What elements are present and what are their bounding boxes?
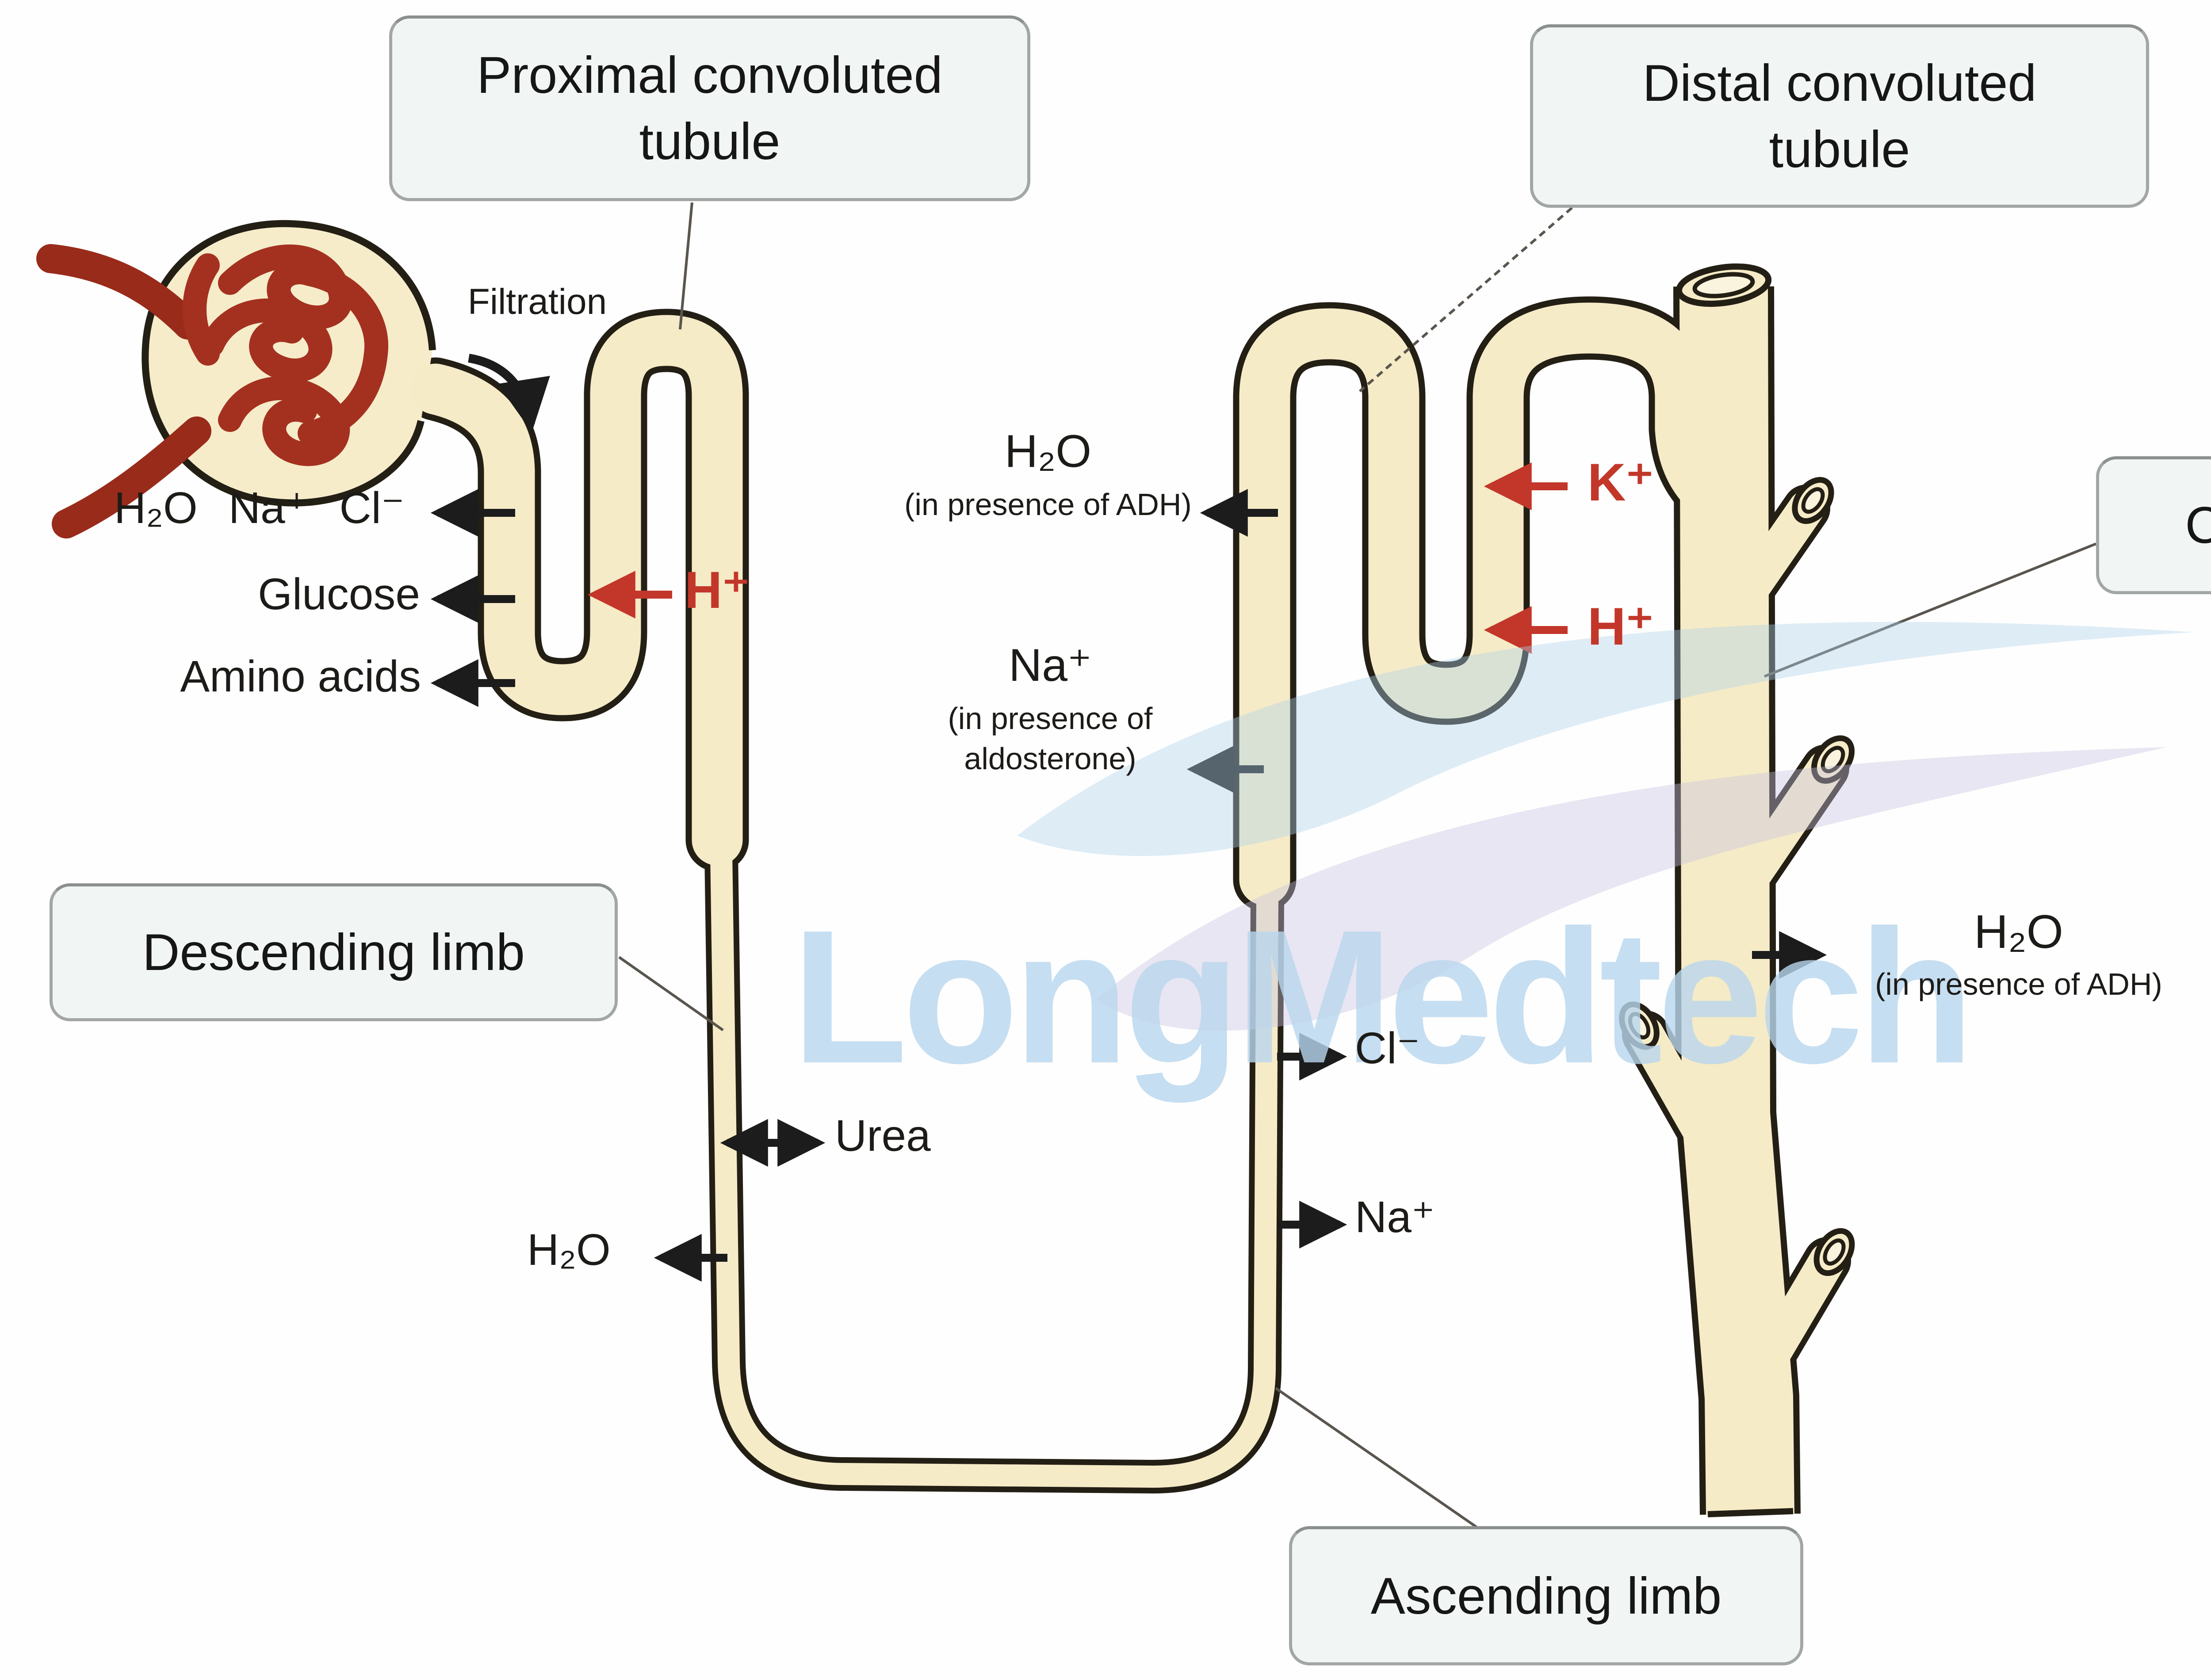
tube-lumens	[410, 286, 1845, 1515]
glomerulus	[36, 244, 389, 538]
swoosh-lavender	[1097, 747, 2167, 1031]
cd-branch-b-lumen	[1733, 750, 1844, 896]
distal-tubule-label-box: Distal convoluted tubule	[1530, 24, 2149, 208]
asc-chloride-label: Cl⁻	[1355, 1023, 1420, 1073]
dct-k-secretion-label: K⁺	[1587, 453, 1654, 512]
dct-sodium-note2: aldosterone)	[964, 741, 1136, 776]
cd-water-label: H₂O	[1974, 905, 2064, 958]
cd-branch-a-lumen	[1729, 490, 1825, 613]
cd-top-mouth-inner	[1692, 272, 1755, 298]
dct-sodium-block: Na⁺ (in presence of aldosterone)	[867, 639, 1234, 779]
pct-h-secretion-label: H⁺	[685, 561, 750, 619]
dct-water-note: (in presence of ADH)	[904, 487, 1192, 522]
afferent-vessel	[36, 244, 203, 340]
cd-water-note: (in presence of ADH)	[1875, 967, 2162, 1002]
descending-pointer-line	[618, 956, 724, 1031]
pointer-lines	[618, 202, 2097, 1553]
branch-left-mouth-inner	[1628, 1012, 1651, 1040]
dct-sodium-note1: (in presence of	[948, 701, 1153, 736]
pct-sodium-label: Na⁺	[228, 483, 309, 533]
cd-water-block: H₂O (in presence of ADH)	[1820, 905, 2211, 1004]
pct-pointer-line	[679, 202, 693, 330]
branch-b-mouth-inner	[1821, 746, 1845, 773]
dct-water-block: H₂O (in presence of ADH)	[862, 425, 1234, 525]
pct-chloride-label: Cl⁻	[339, 483, 405, 533]
distal-label-line2: tubule	[1769, 120, 1910, 178]
capillary-tuft	[183, 244, 389, 466]
ascending-pointer-line	[1275, 1387, 1513, 1553]
cd-pointer-line	[1763, 542, 2097, 678]
dct-h-secretion-label: H⁺	[1587, 597, 1654, 656]
ascending-limb-label: Ascending limb	[1370, 1566, 1722, 1625]
collecting-duct-label-box: Collecting duct	[2096, 456, 2211, 594]
pct-glucose-label: Glucose	[258, 569, 420, 619]
descending-limb-label: Descending limb	[142, 923, 525, 981]
efferent-vessel	[52, 416, 211, 538]
pct-solutes-label: H₂O Na⁺ Cl⁻	[114, 483, 405, 534]
proximal-label-line2: tubule	[639, 112, 780, 170]
descending-limb-label-box: Descending limb	[50, 883, 618, 1021]
filtration-arrow	[468, 354, 550, 432]
swoosh-blue	[1017, 622, 2193, 856]
dct-tube-lumen	[1239, 302, 1750, 905]
ascending-limb-label-box: Ascending limb	[1289, 1526, 1803, 1665]
urea-label: Urea	[835, 1111, 931, 1161]
proximal-label-line1: Proximal convoluted	[477, 46, 943, 104]
transport-arrows	[430, 354, 1827, 1282]
dct-water-label: H₂O	[1004, 426, 1092, 477]
pct-water-label: H₂O	[114, 483, 198, 533]
watermark-swoosh	[1017, 622, 2193, 1031]
dct-pointer-line	[1359, 206, 1573, 393]
cd-branch-c-lumen	[1735, 1243, 1845, 1404]
collecting-duct-lumen	[1679, 286, 1794, 1515]
pct-amino-acids-label: Amino acids	[180, 652, 421, 701]
secretion-arrows	[587, 462, 1568, 654]
filtration-label: Filtration	[467, 282, 607, 322]
branch-c-mouth-inner	[1823, 1238, 1846, 1266]
proximal-tubule-label-box: Proximal convoluted tubule	[389, 15, 1030, 201]
collecting-duct-label: Collecting duct	[2185, 496, 2211, 554]
loop-of-henle-lumen	[710, 811, 1278, 1488]
pct-tube-lumen	[410, 315, 743, 866]
distal-label-line1: Distal convoluted	[1642, 53, 2037, 112]
asc-sodium-label: Na⁺	[1355, 1192, 1435, 1242]
cd-branch-left-lumen	[1628, 1016, 1721, 1152]
dct-sodium-label: Na⁺	[1009, 640, 1092, 691]
desc-water-label: H₂O	[527, 1225, 611, 1275]
tube-openings	[1619, 263, 1855, 1517]
branch-a-mouth-inner	[1801, 487, 1825, 514]
watermark-text: LongMedtech	[792, 891, 1974, 1103]
cd-bottom-edge	[1707, 1508, 1794, 1517]
